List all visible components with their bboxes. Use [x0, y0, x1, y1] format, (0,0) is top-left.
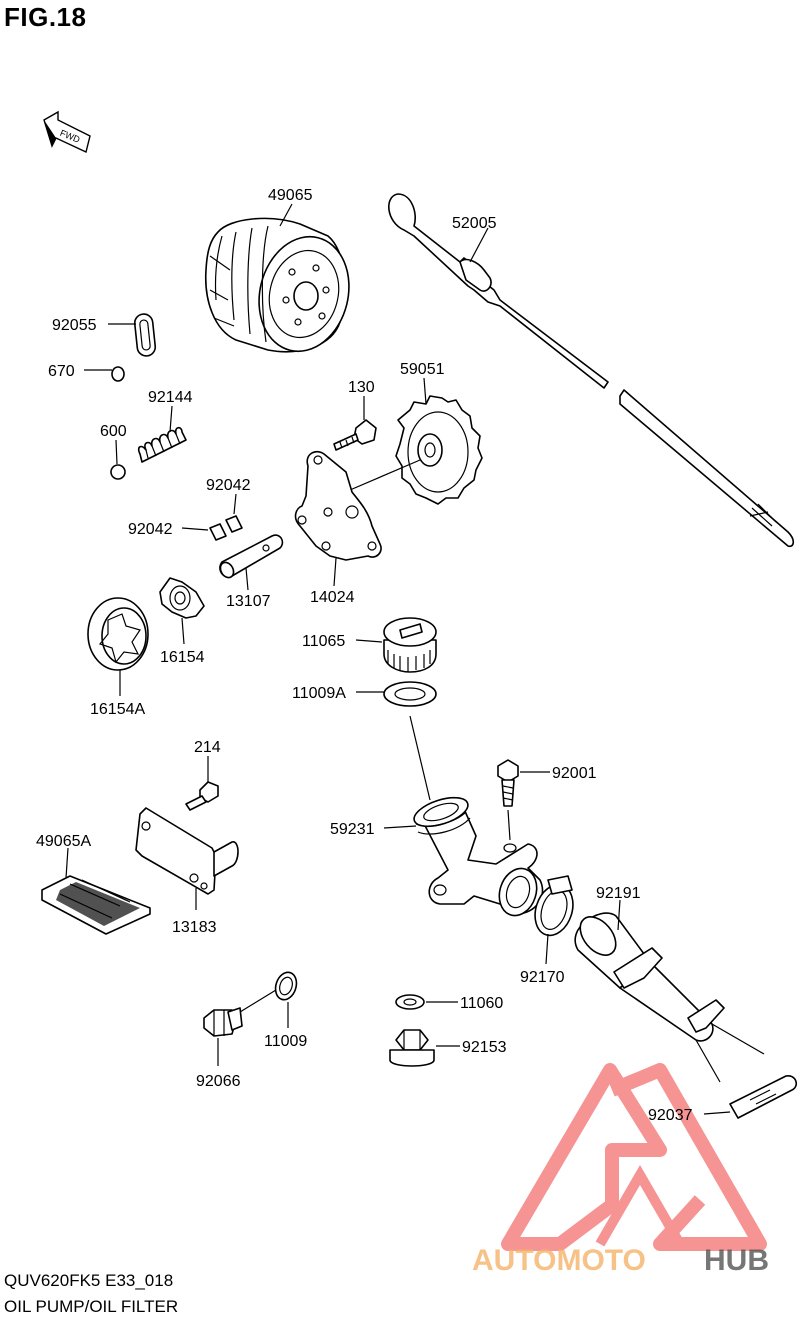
screen-49065A-part[interactable]: [41, 875, 151, 935]
fwd-arrow-icon: FWD: [43, 110, 91, 153]
part-label-92055[interactable]: 92055: [52, 317, 97, 334]
pin-92042-upper-part[interactable]: [225, 515, 243, 533]
leader-connector-11009A: [409, 715, 431, 801]
part-label-92170[interactable]: 92170: [520, 969, 565, 986]
leader-13107: [245, 567, 249, 591]
gasket-11009-part[interactable]: [272, 970, 300, 1003]
hose-92191-part[interactable]: [573, 910, 765, 1083]
part-label-59051[interactable]: 59051: [400, 361, 445, 378]
gear-59051-part[interactable]: [395, 395, 483, 505]
leader-14024: [333, 557, 337, 587]
leader-92042-upper: [233, 493, 237, 515]
tie-92037-part[interactable]: [729, 1075, 798, 1119]
leader-connector-92001: [507, 809, 511, 841]
leader-shaft-59051: [349, 459, 421, 491]
part-label-52005[interactable]: 52005: [452, 215, 497, 232]
filler-cap-11065-part[interactable]: [383, 617, 437, 673]
part-label-14024[interactable]: 14024: [310, 589, 355, 606]
part-label-11009[interactable]: 11009: [264, 1033, 307, 1050]
part-label-130[interactable]: 130: [348, 379, 375, 396]
pin-92042-lower-part[interactable]: [209, 523, 227, 541]
ball-600-part[interactable]: [110, 464, 126, 480]
leader-16154: [181, 617, 185, 645]
leader-59051: [423, 377, 427, 405]
leader-connector-11009: [239, 989, 277, 1013]
watermark-text-b: HUB: [704, 1244, 769, 1277]
drain-plug-92066-part[interactable]: [203, 1007, 243, 1037]
part-label-16154A[interactable]: 16154A: [90, 701, 145, 718]
part-label-670[interactable]: 670: [48, 363, 75, 380]
oring-670-part[interactable]: [111, 366, 125, 382]
shaft-13107-part[interactable]: [218, 534, 284, 580]
pump-cover-14024-part[interactable]: [294, 450, 382, 561]
leader-59231: [383, 825, 417, 829]
part-label-92037[interactable]: 92037: [648, 1107, 693, 1124]
watermark-logo: [501, 1063, 767, 1251]
part-label-92001[interactable]: 92001: [552, 765, 597, 782]
watermark-text-a: AUTOMOTO: [472, 1244, 646, 1277]
outer-rotor-16154A-part[interactable]: [87, 597, 149, 671]
part-label-92042-lower[interactable]: 92042: [128, 521, 173, 538]
oring-92055-part[interactable]: [133, 313, 157, 357]
figure-title: FIG.18: [4, 2, 87, 32]
section-name: OIL PUMP/OIL FILTER: [4, 1297, 179, 1316]
bolt-214-part[interactable]: [185, 781, 219, 811]
model-code: QUV620FK5 E33_018: [4, 1271, 174, 1290]
bolt-92001-part[interactable]: [497, 759, 519, 807]
leader-49065A: [65, 847, 69, 879]
part-label-13183[interactable]: 13183: [172, 919, 217, 936]
seal-11009A-part[interactable]: [383, 681, 437, 707]
part-label-11009A[interactable]: 11009A: [292, 685, 346, 702]
washer-11060-part[interactable]: [395, 994, 425, 1010]
part-label-92042-upper[interactable]: 92042: [206, 477, 251, 494]
part-label-92066[interactable]: 92066: [196, 1073, 241, 1090]
leader-92037: [703, 1111, 731, 1115]
part-label-11065[interactable]: 11065: [302, 633, 345, 650]
part-label-92144[interactable]: 92144: [148, 389, 193, 406]
part-label-59231[interactable]: 59231: [330, 821, 375, 838]
oil-filter-part[interactable]: [204, 217, 361, 360]
leader-52005: [469, 227, 489, 263]
leader-92042-lower: [181, 527, 209, 531]
part-label-11060[interactable]: 11060: [460, 995, 503, 1012]
leader-600: [115, 439, 118, 465]
watermark-text: AUTOMOTO HUB: [472, 1244, 769, 1277]
inner-rotor-16154-part[interactable]: [159, 577, 205, 619]
leader-92144: [169, 405, 173, 433]
clamp-92170-part[interactable]: [529, 875, 579, 940]
spring-92144-part[interactable]: [137, 426, 187, 463]
leader-49065: [279, 203, 293, 227]
bolt-130-part[interactable]: [333, 419, 377, 451]
part-label-600[interactable]: 600: [100, 423, 127, 440]
part-label-49065A[interactable]: 49065A: [36, 833, 91, 850]
part-label-92153[interactable]: 92153: [462, 1039, 507, 1056]
plate-13183-part[interactable]: [135, 807, 239, 895]
part-label-214[interactable]: 214: [194, 739, 221, 756]
plug-92153-part[interactable]: [389, 1029, 435, 1067]
part-label-13107[interactable]: 13107: [226, 593, 271, 610]
dipstick-part[interactable]: [388, 193, 795, 548]
leader-11065: [355, 639, 383, 643]
leader-92170: [545, 933, 549, 965]
part-label-49065[interactable]: 49065: [268, 187, 313, 204]
part-label-16154[interactable]: 16154: [160, 649, 205, 666]
part-label-92191[interactable]: 92191: [596, 885, 641, 902]
filler-pipe-59231-part[interactable]: [411, 792, 544, 920]
leader-92191: [617, 899, 621, 931]
